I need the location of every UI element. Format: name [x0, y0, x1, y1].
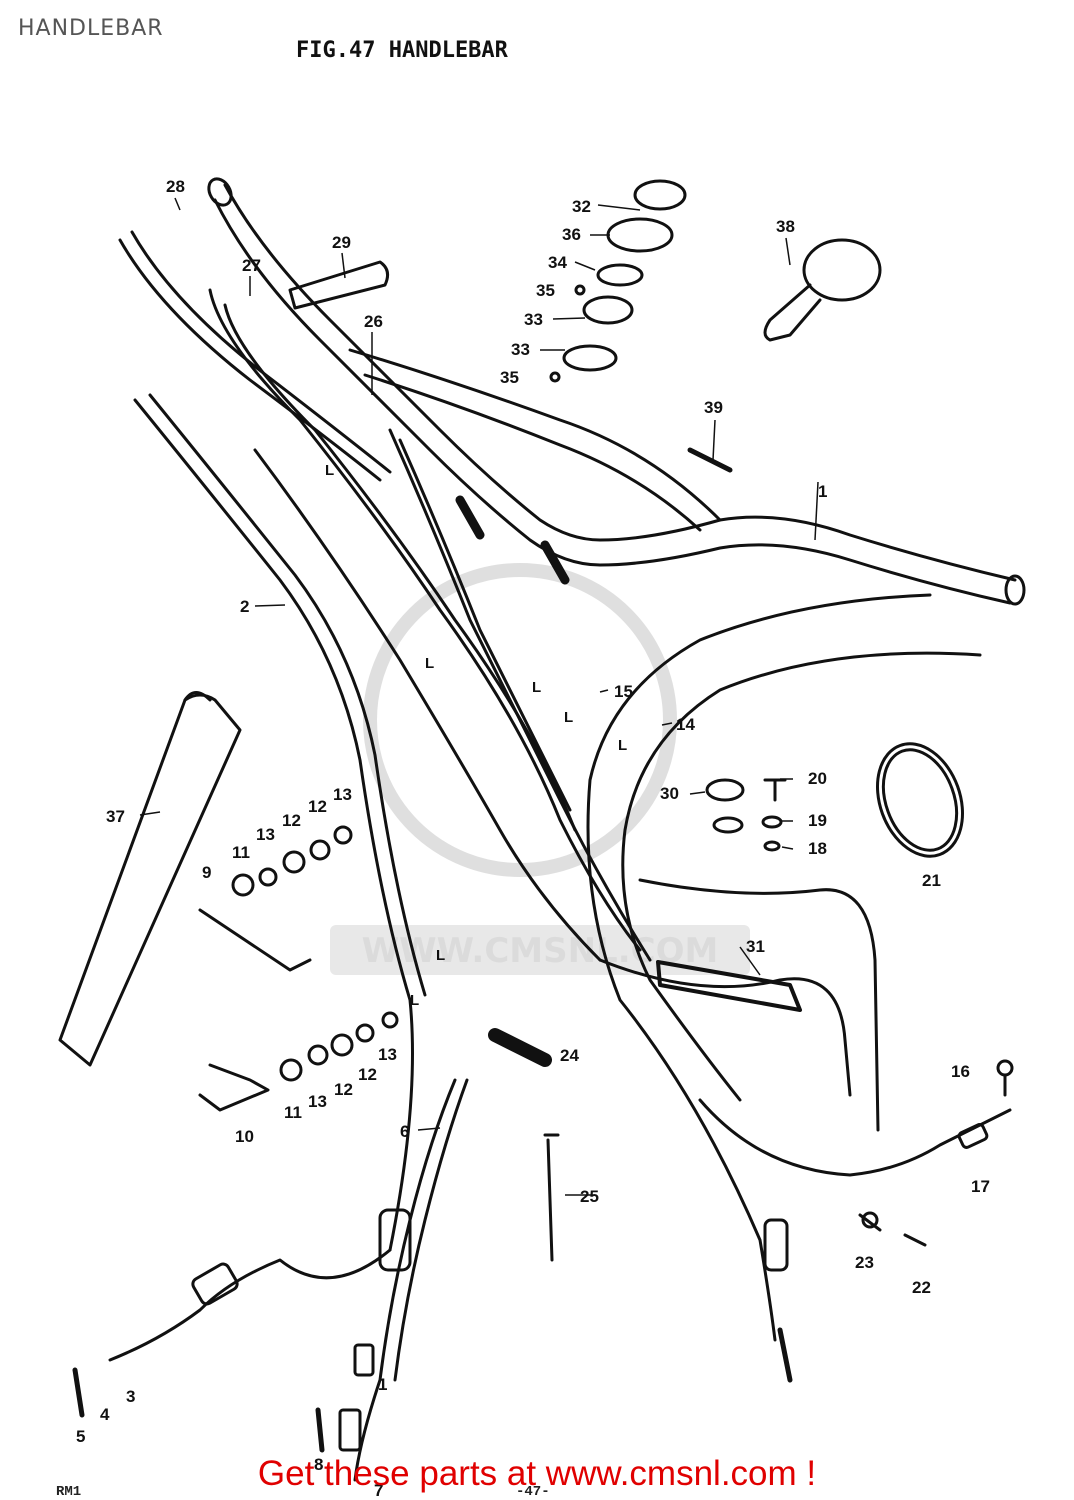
callout-3: 3 [126, 1387, 135, 1406]
cable-mark-L: L [618, 737, 627, 754]
callout-37: 37 [106, 807, 125, 826]
parts-link-banner[interactable]: Get these parts at www.cmsnl.com ! [257, 1454, 817, 1493]
callout-12: 12 [334, 1080, 353, 1099]
callout-33: 33 [524, 310, 543, 329]
cable-mark-L: L [532, 679, 541, 696]
callout-1: 1 [378, 1375, 387, 1394]
o-ring-part-21 [875, 742, 965, 858]
washers-upper [231, 825, 353, 897]
callout-16: 16 [951, 1062, 970, 1081]
callout-4: 4 [100, 1405, 110, 1424]
callout-19: 19 [808, 811, 827, 830]
callout-13: 13 [256, 825, 275, 844]
cable-mark-L: L [325, 462, 334, 479]
callout-6: 6 [400, 1122, 409, 1141]
callout-24: 24 [560, 1046, 579, 1065]
callout-25: 25 [580, 1187, 599, 1206]
cable-mark-L: L [564, 709, 573, 726]
callout-30: 30 [660, 784, 679, 803]
callout-32: 32 [572, 197, 591, 216]
callout-21: 21 [922, 871, 941, 890]
callout-28: 28 [166, 177, 185, 196]
callout-36: 36 [562, 225, 581, 244]
callout-33: 33 [511, 340, 530, 359]
callout-26: 26 [364, 312, 383, 331]
spring-part-24 [488, 1028, 552, 1067]
bolt-part-25 [543, 1133, 560, 1262]
callout-1: 1 [818, 482, 827, 501]
cable-part-6 [353, 1078, 469, 1482]
figure-title: FIG.47 HANDLEBAR [296, 38, 508, 63]
callout-13: 13 [333, 785, 352, 804]
callout-23: 23 [855, 1253, 874, 1272]
parts-16-17-22-23 [858, 1059, 1014, 1247]
callout-39: 39 [704, 398, 723, 417]
callout-27: 27 [242, 256, 261, 275]
callout-20: 20 [808, 769, 827, 788]
callout-12: 12 [358, 1065, 377, 1084]
callout-14: 14 [676, 715, 695, 734]
callout-10: 10 [235, 1127, 254, 1146]
parts-18-20-30 [705, 778, 787, 852]
callout-31: 31 [746, 937, 765, 956]
callout-5: 5 [76, 1427, 85, 1446]
callout-9: 9 [202, 863, 211, 882]
footer-model-code: RM1 [56, 1484, 82, 1500]
cable-mark-L: L [436, 947, 445, 964]
part-callouts: 1 1 2 3 4 5 6 7 8 9 10 11 13 12 12 13 11… [76, 177, 990, 1500]
cable-markings: L L L L L L L [325, 462, 627, 1009]
callout-12: 12 [308, 797, 327, 816]
callout-34: 34 [548, 253, 567, 272]
callout-13: 13 [378, 1045, 397, 1064]
cable-adjusters [72, 1218, 793, 1453]
cable-mark-L: L [410, 992, 419, 1009]
grip-part-31 [656, 960, 802, 1012]
cable-mark-L: L [425, 655, 434, 672]
callout-8: 8 [314, 1455, 323, 1474]
callout-11: 11 [232, 843, 250, 862]
callout-22: 22 [912, 1278, 931, 1297]
switch-part-38 [763, 238, 882, 342]
footer-page-number: -47- [516, 1484, 550, 1500]
lever-part-37 [58, 691, 242, 1067]
pin-part-39 [687, 447, 733, 473]
callout-7: 7 [374, 1481, 383, 1500]
callout-18: 18 [808, 839, 827, 858]
callout-11: 11 [284, 1103, 302, 1122]
switch-parts-32-36 [549, 179, 687, 383]
callout-15: 15 [614, 682, 633, 701]
callout-2: 2 [240, 597, 249, 616]
handlebar-part-1 [207, 177, 1026, 606]
grip-part-29 [288, 260, 390, 310]
callout-35: 35 [536, 281, 555, 300]
cable-lower-left [108, 1248, 392, 1362]
callout-17: 17 [971, 1177, 990, 1196]
throttle-cables [118, 230, 652, 1252]
washers-lower [279, 1011, 399, 1082]
callout-13: 13 [308, 1092, 327, 1111]
callout-35: 35 [500, 368, 519, 387]
callout-29: 29 [332, 233, 351, 252]
page-label: HANDLEBAR [18, 16, 164, 41]
rod-part-9 [198, 908, 312, 972]
rod-part-10 [198, 1063, 270, 1112]
callout-12: 12 [282, 811, 301, 830]
leader-lines [139, 197, 819, 1196]
callout-38: 38 [776, 217, 795, 236]
